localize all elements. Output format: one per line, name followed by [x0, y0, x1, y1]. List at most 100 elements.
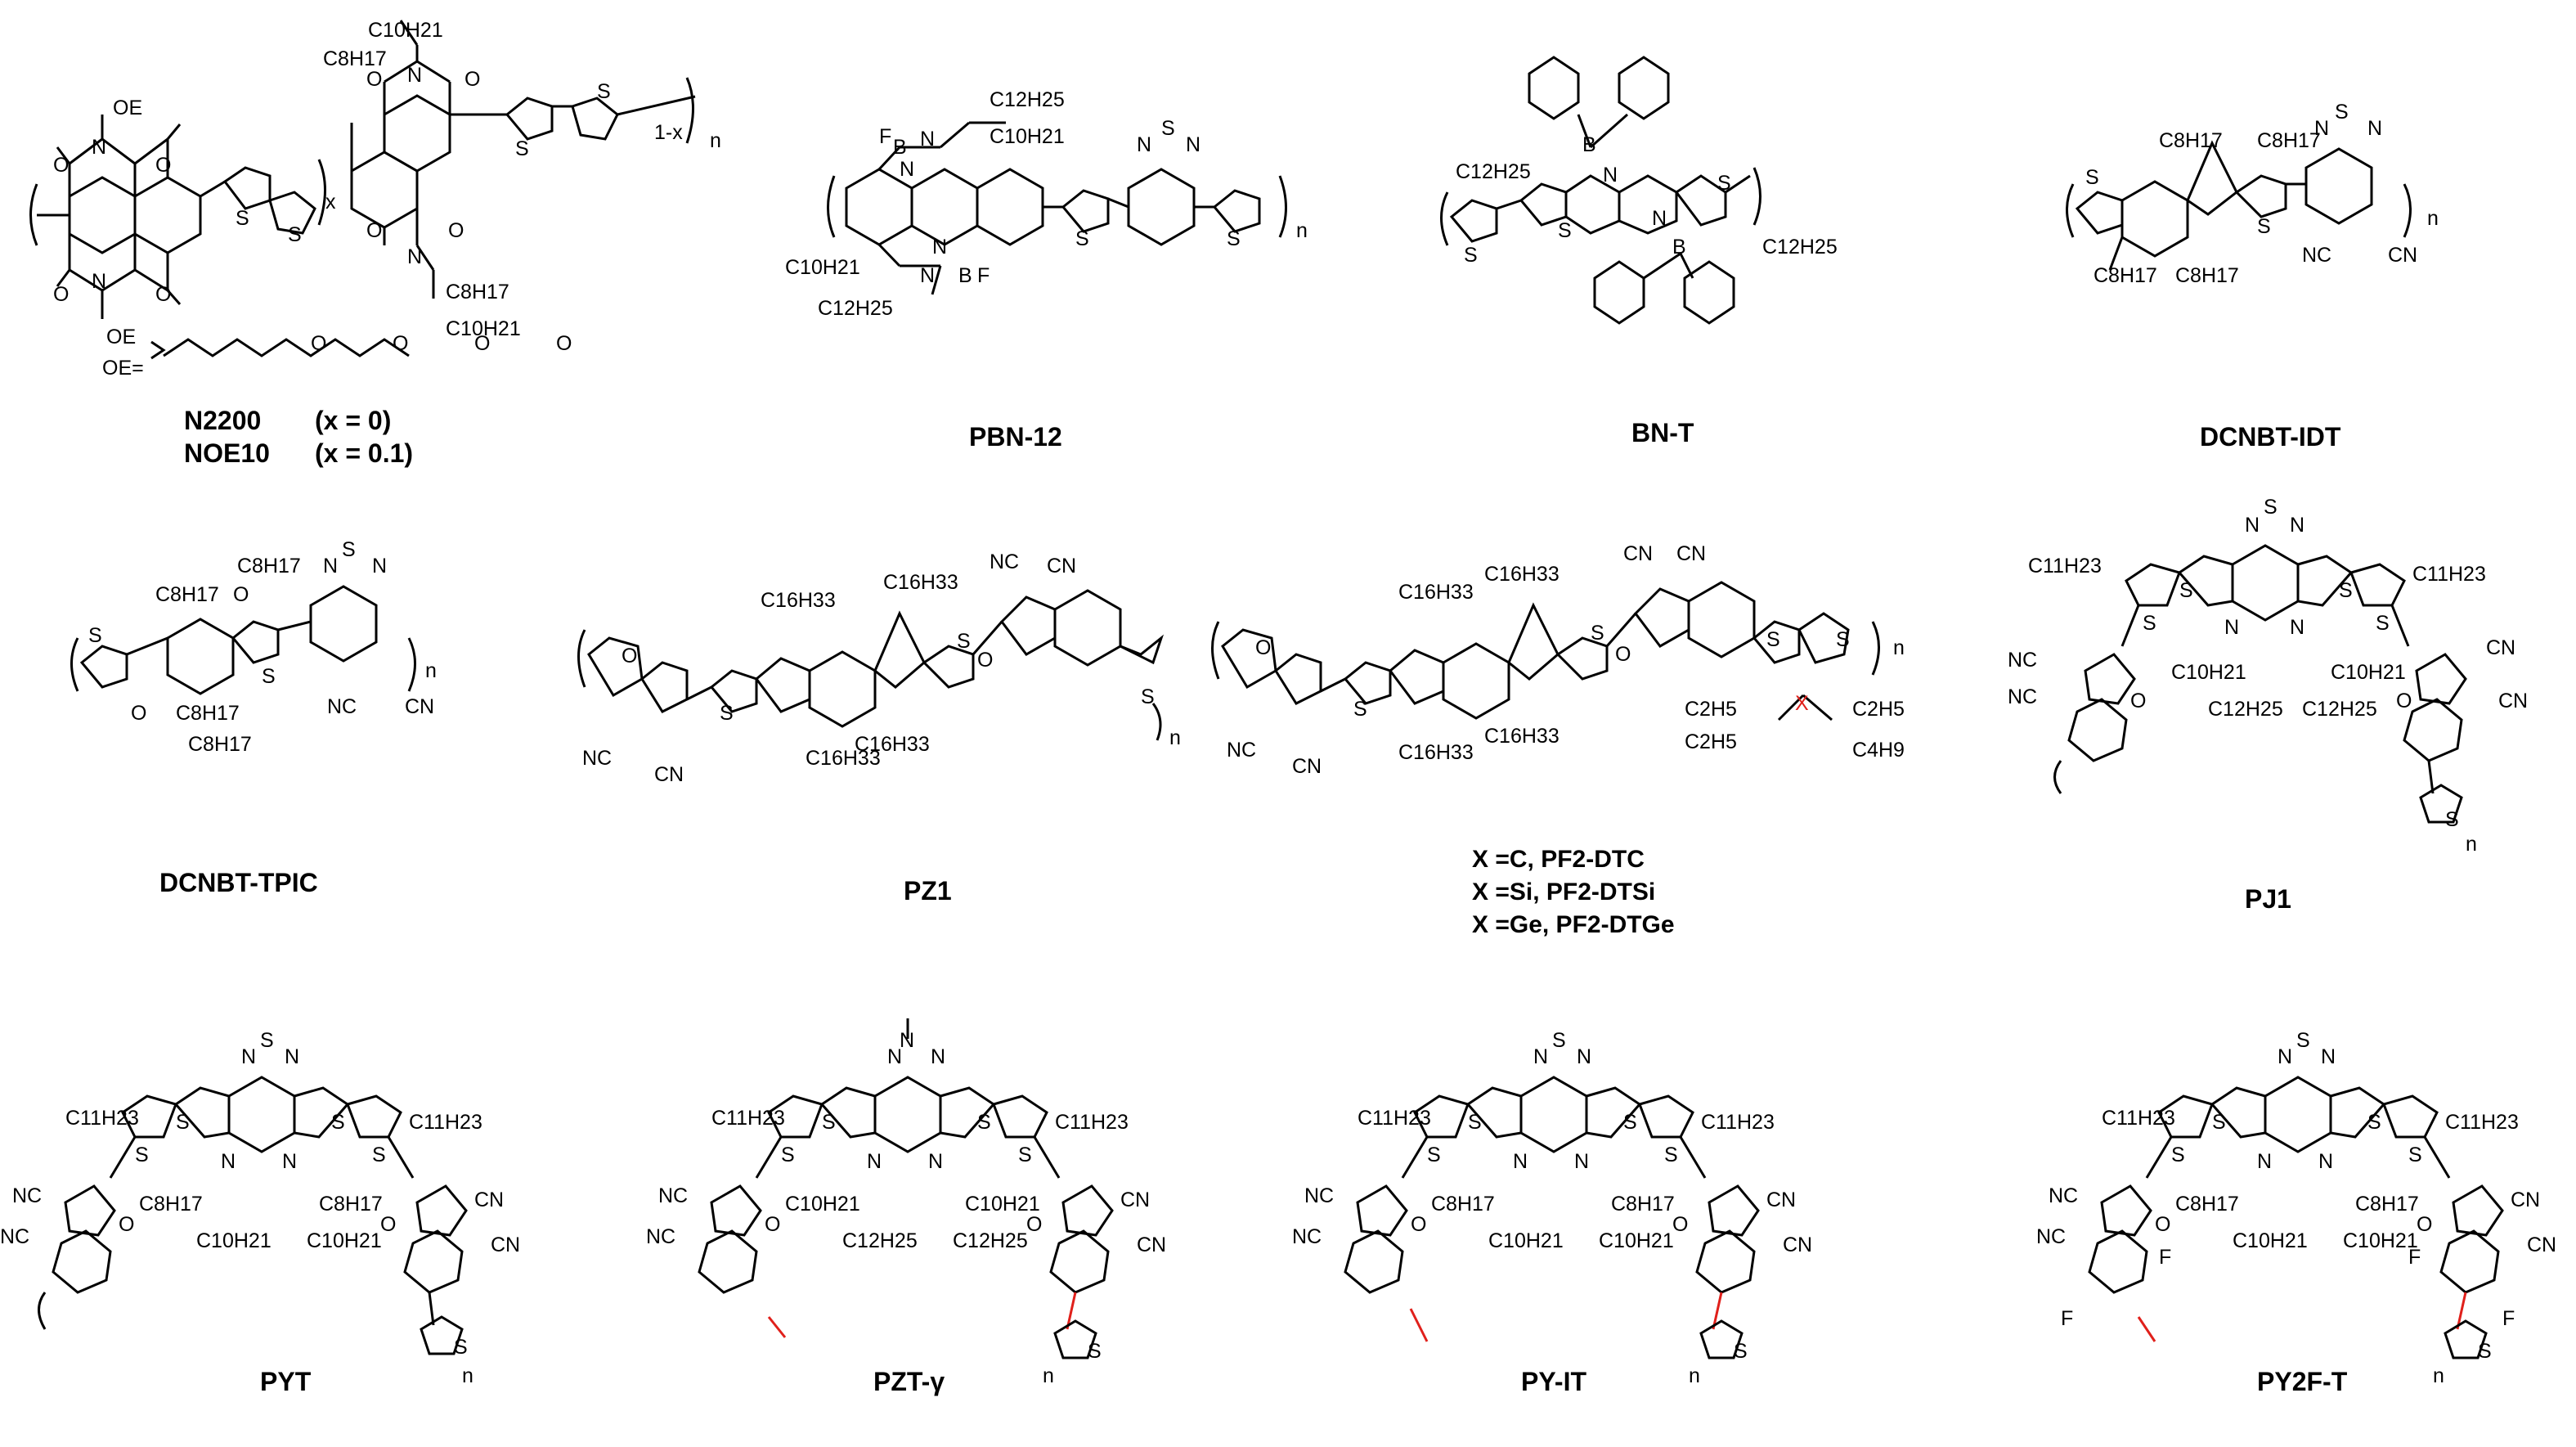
svg-text:C8H17: C8H17 — [237, 555, 301, 577]
svg-text:F: F — [879, 125, 891, 148]
svg-text:O: O — [1411, 1213, 1426, 1236]
svg-text:n: n — [425, 659, 437, 682]
svg-text:1-x: 1-x — [654, 121, 683, 144]
svg-text:C10H21: C10H21 — [990, 125, 1065, 148]
caption-pyit: PY-IT — [1521, 1367, 1586, 1396]
svg-text:S: S — [957, 630, 971, 653]
molecule-pz1 — [577, 589, 1165, 741]
svg-text:C8H17: C8H17 — [2159, 129, 2223, 152]
svg-text:C11H23: C11H23 — [1701, 1111, 1775, 1134]
svg-text:C11H23: C11H23 — [1358, 1107, 1431, 1130]
svg-text:S: S — [2171, 1144, 2185, 1166]
py2ft-labels: N S N C11H23 C11H23 S S S S N N C8H17 C8… — [2036, 1029, 2556, 1396]
caption-pbn12: PBN-12 — [969, 422, 1062, 452]
svg-text:C16H33: C16H33 — [1398, 581, 1474, 604]
svg-text:NC: NC — [2302, 244, 2331, 267]
svg-text:S: S — [1018, 1144, 1032, 1166]
svg-text:CN: CN — [405, 695, 434, 718]
caption-noe10: NOE10 — [184, 438, 270, 468]
svg-text:S: S — [1353, 698, 1367, 721]
svg-text:C12H25: C12H25 — [818, 297, 893, 320]
svg-text:CN: CN — [1137, 1234, 1166, 1256]
svg-text:C11H23: C11H23 — [2028, 555, 2102, 577]
svg-text:O: O — [366, 68, 382, 91]
svg-text:C10H21: C10H21 — [785, 256, 860, 279]
svg-text:x: x — [325, 191, 336, 213]
svg-text:C8H17: C8H17 — [446, 281, 509, 303]
svg-text:C10H21: C10H21 — [307, 1229, 382, 1252]
svg-text:F: F — [2159, 1246, 2171, 1269]
svg-text:S: S — [781, 1144, 795, 1166]
svg-text:N: N — [282, 1150, 297, 1173]
svg-text:C12H25: C12H25 — [842, 1229, 918, 1252]
svg-text:O: O — [765, 1213, 780, 1236]
svg-text:NC: NC — [582, 747, 612, 770]
svg-text:O: O — [622, 645, 637, 667]
svg-text:O: O — [1672, 1213, 1688, 1236]
svg-text:N: N — [932, 236, 947, 258]
svg-text:C2H5: C2H5 — [1685, 698, 1737, 721]
molecule-pf2 — [1211, 581, 1880, 721]
svg-text:S: S — [2445, 808, 2459, 831]
svg-text:N: N — [1574, 1150, 1589, 1173]
svg-text:F: F — [2061, 1307, 2073, 1330]
svg-text:C10H21: C10H21 — [368, 19, 443, 42]
svg-text:S: S — [2085, 166, 2099, 189]
dcnbt-tpic-labels: C8H17 C8H17 C8H17 C8H17 O O S S N S N NC… — [88, 538, 437, 897]
svg-text:C2H5: C2H5 — [1852, 698, 1905, 721]
caption-pf2-dtge: X =Ge, PF2-DTGe — [1472, 911, 1675, 938]
svg-text:N: N — [407, 245, 422, 268]
svg-text:N: N — [928, 1150, 943, 1173]
svg-text:N: N — [1513, 1150, 1528, 1173]
svg-text:C11H23: C11H23 — [2102, 1107, 2175, 1130]
svg-text:N: N — [1533, 1045, 1548, 1068]
svg-text:NC: NC — [1227, 739, 1256, 762]
svg-text:N: N — [92, 270, 106, 293]
molecule-pyit — [1344, 1076, 1760, 1359]
svg-text:C12H25: C12H25 — [2302, 698, 2377, 721]
svg-text:S: S — [1464, 244, 1478, 267]
svg-text:N: N — [900, 158, 914, 181]
molecule-pzt — [698, 1018, 1114, 1359]
svg-text:S: S — [2376, 612, 2390, 635]
svg-text:N: N — [920, 128, 935, 151]
svg-text:C8H17: C8H17 — [155, 583, 219, 606]
svg-text:S: S — [372, 1144, 386, 1166]
svg-text:NC: NC — [990, 550, 1019, 573]
svg-text:S: S — [1141, 685, 1155, 708]
molecule-pyt — [38, 1076, 468, 1355]
svg-text:N: N — [1577, 1045, 1591, 1068]
svg-text:C11H23: C11H23 — [409, 1111, 482, 1134]
svg-text:n: n — [2466, 833, 2477, 856]
svg-text:O: O — [1255, 636, 1271, 659]
svg-text:NC: NC — [658, 1184, 688, 1207]
svg-text:C11H23: C11H23 — [2445, 1111, 2519, 1134]
svg-text:CN: CN — [2511, 1189, 2540, 1211]
svg-text:N: N — [920, 264, 935, 287]
svg-text:N: N — [1603, 164, 1618, 186]
svg-text:n: n — [462, 1364, 473, 1387]
svg-text:O: O — [2396, 690, 2412, 712]
svg-text:O: O — [2130, 690, 2146, 712]
svg-text:C16H33: C16H33 — [883, 571, 958, 594]
svg-text:CN: CN — [2527, 1234, 2556, 1256]
svg-text:NC: NC — [1304, 1184, 1334, 1207]
svg-text:N: N — [2314, 117, 2329, 140]
svg-text:S: S — [1227, 227, 1241, 250]
svg-text:B: B — [1582, 133, 1596, 156]
svg-text:C8H17: C8H17 — [139, 1193, 203, 1216]
svg-text:B: B — [1672, 236, 1686, 258]
svg-text:C10H21: C10H21 — [446, 317, 521, 340]
svg-text:N: N — [2290, 514, 2304, 537]
pyt-labels: N S N C11H23 C11H23 S S S S N N C8H17 C8… — [0, 1029, 520, 1396]
svg-text:N: N — [2321, 1045, 2336, 1068]
svg-text:C16H33: C16H33 — [1484, 563, 1560, 586]
svg-text:C12H25: C12H25 — [1762, 236, 1838, 258]
svg-text:O: O — [366, 219, 382, 242]
svg-text:S: S — [342, 538, 356, 561]
svg-text:S: S — [2408, 1144, 2422, 1166]
svg-text:O: O — [53, 283, 69, 306]
svg-text:S: S — [977, 1111, 991, 1134]
svg-text:S: S — [1734, 1340, 1748, 1363]
svg-text:CN: CN — [2486, 636, 2515, 659]
